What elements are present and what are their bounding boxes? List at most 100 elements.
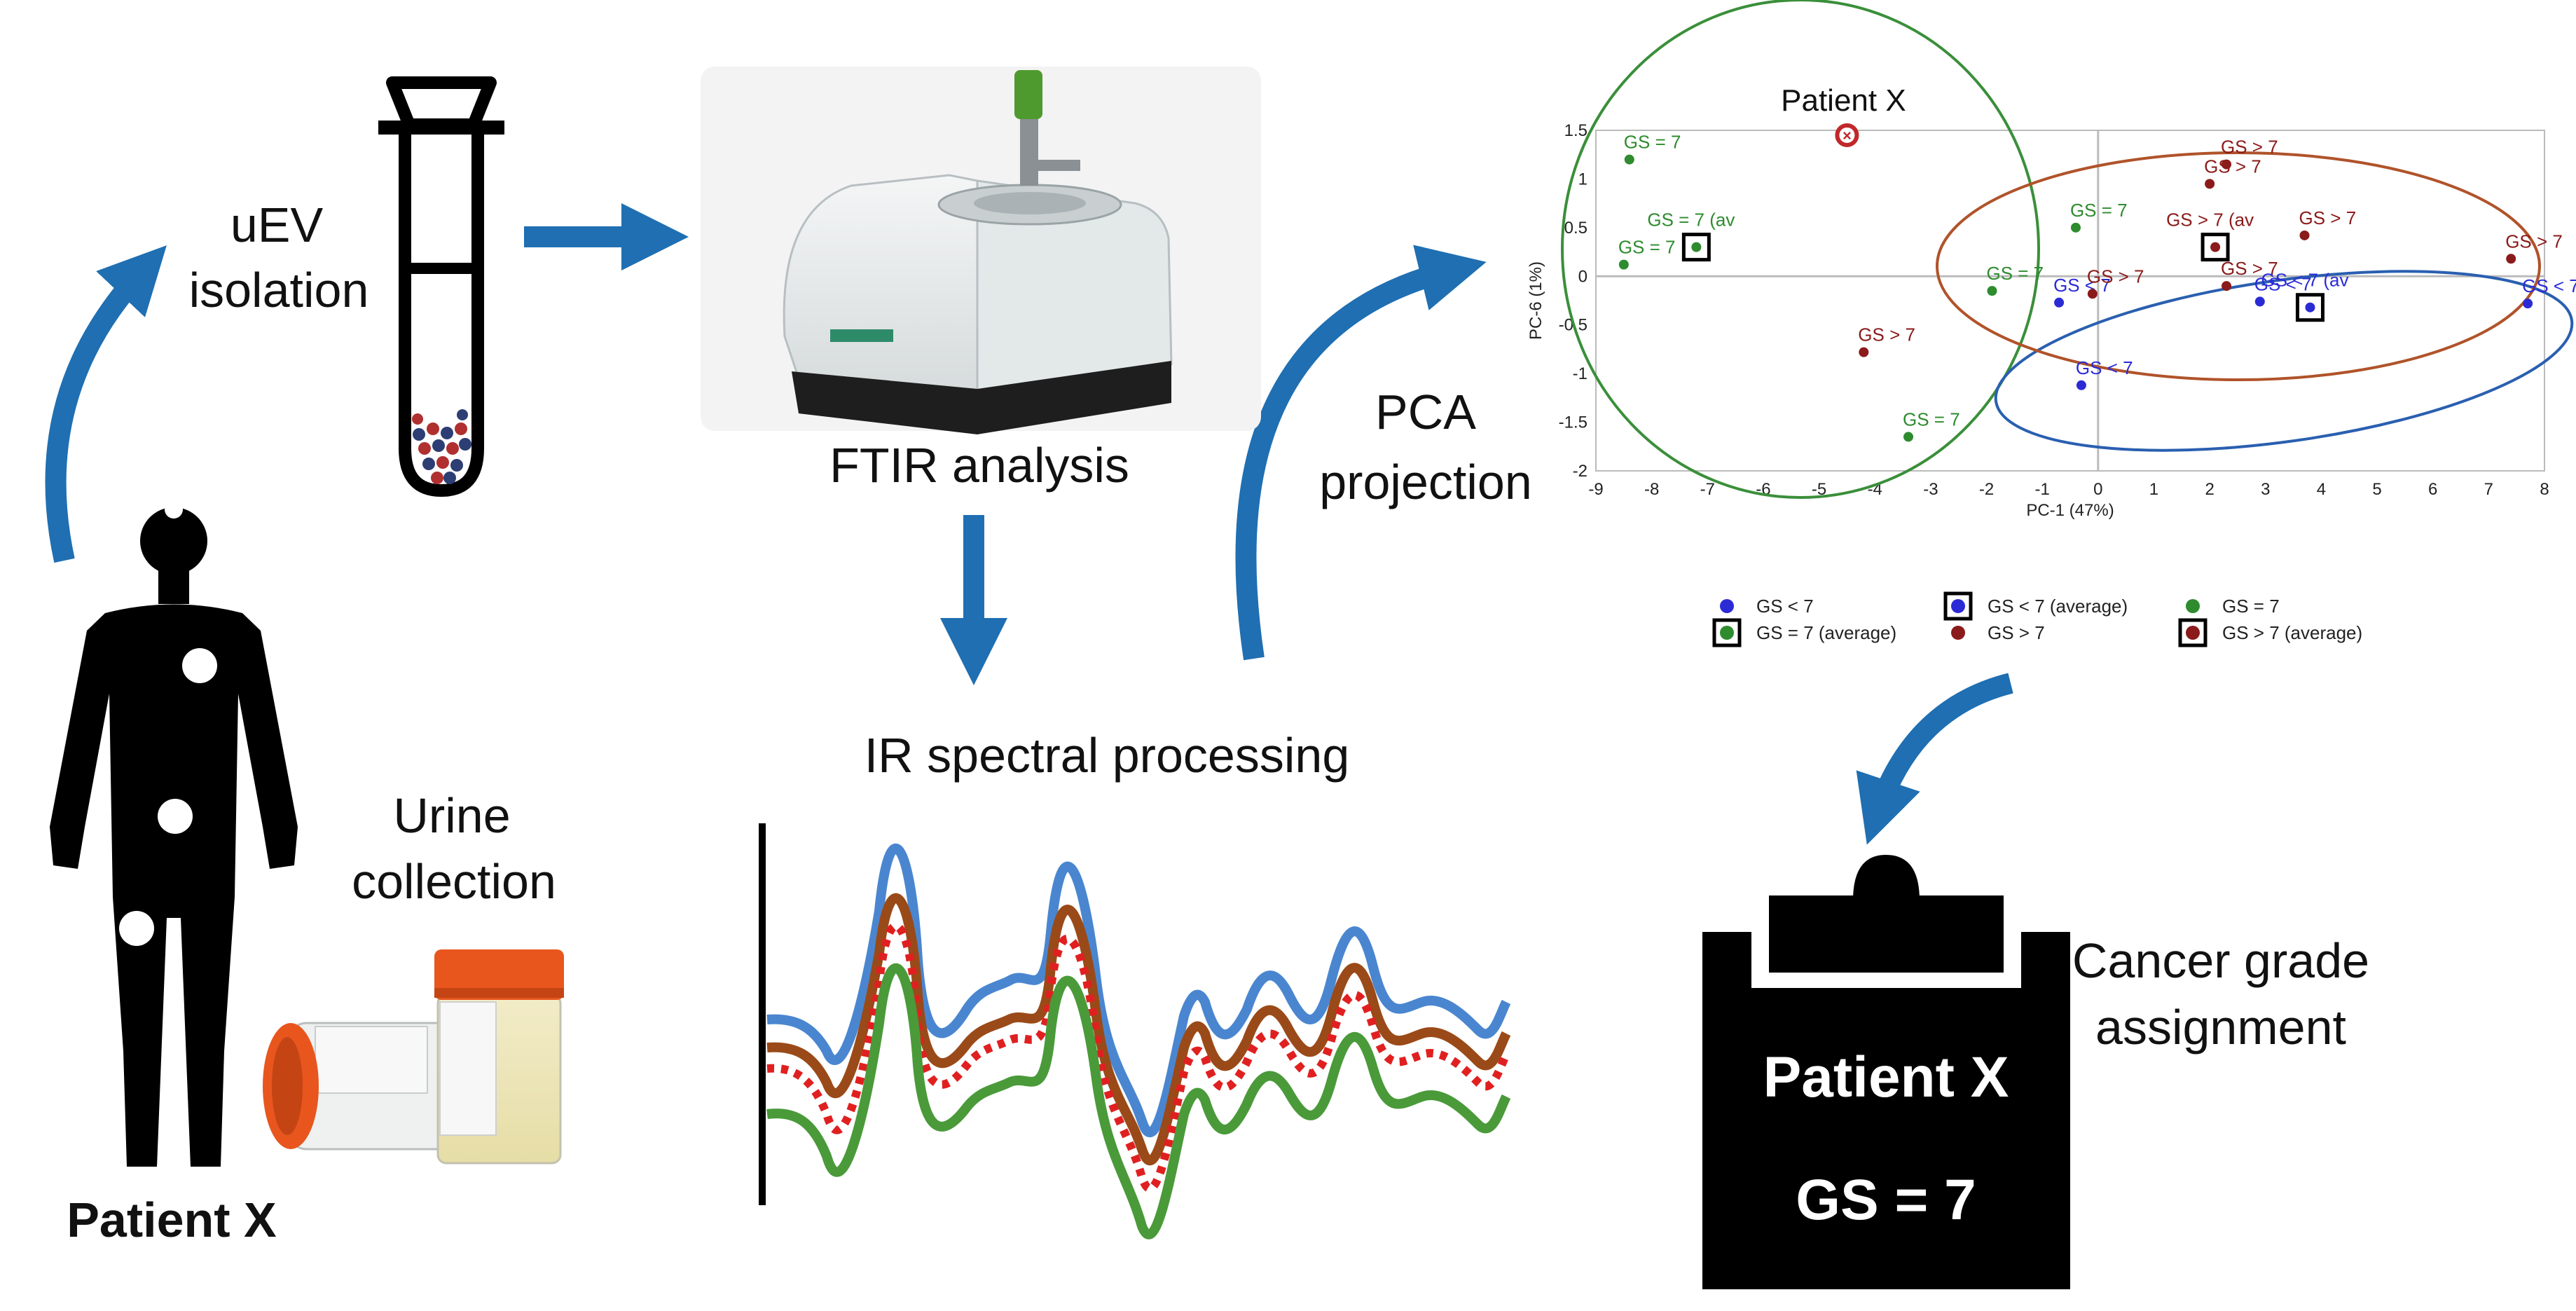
- data-point-label: GS > 7: [2299, 207, 2357, 228]
- legend-entry: GS = 7 (average): [1756, 622, 1896, 643]
- data-point-gs-gt7: [2205, 179, 2215, 189]
- pca-label-line2: projection: [1319, 455, 1532, 509]
- x-tick-label: 1: [2149, 480, 2158, 499]
- data-point-label: GS = 7: [1986, 263, 2044, 284]
- patient-x-marker: [1835, 123, 1859, 147]
- data-point-label: GS < 7: [2076, 357, 2133, 378]
- data-point-label: GS = 7: [2070, 200, 2128, 221]
- spectrum-green: [766, 963, 1511, 1240]
- cancer-label-line1: Cancer grade: [2072, 933, 2369, 988]
- x-tick-label: 2: [2205, 480, 2214, 499]
- legend-marker-gs-gt7: [2186, 626, 2200, 640]
- clipboard-gs-text: GS = 7: [1796, 1168, 1976, 1232]
- x-tick-label: -5: [1812, 480, 1826, 499]
- y-tick-label: 1.5: [1564, 121, 1587, 140]
- patient-label: Patient X: [67, 1193, 277, 1247]
- data-point-label: GS > 7: [1858, 324, 1915, 345]
- y-tick-label: -1.5: [1559, 413, 1587, 432]
- y-tick-label: 1: [1578, 170, 1587, 188]
- data-point-label: GS < 7: [2053, 275, 2111, 296]
- flow-arrows: [45, 203, 2013, 845]
- urine-label-line2: collection: [352, 854, 556, 909]
- data-point-gs-eq7: [1987, 286, 1997, 296]
- average-point-gs-lt7: [2305, 302, 2315, 313]
- y-tick-label: 0: [1578, 267, 1587, 286]
- legend-average-box: [1943, 591, 1973, 621]
- data-point-gs-lt7: [2076, 380, 2086, 390]
- data-point-label: GS > 7: [2087, 266, 2144, 287]
- legend-marker-gs-eq7: [1720, 626, 1734, 640]
- plot-frame: [1595, 130, 2545, 472]
- data-point-gs-eq7: [1624, 154, 1634, 165]
- clipboard-patient-text: Patient X: [1763, 1045, 2009, 1109]
- patient-x-annotation: Patient X: [1781, 83, 1906, 118]
- x-tick-label: 7: [2484, 480, 2493, 499]
- x-axis-label: PC-1 (47%): [2026, 501, 2114, 520]
- ellipse-gs-gt7: [1936, 151, 2541, 381]
- average-marker-box: [2200, 233, 2230, 262]
- x-tick-label: 4: [2317, 480, 2326, 499]
- pca-label-line1: PCA: [1375, 385, 1476, 439]
- arrow-spectra-to-pca: [1235, 245, 1487, 661]
- arrow-patient-to-isolation: [45, 245, 167, 563]
- data-point-label: GS = 7: [1618, 237, 1676, 258]
- patient-silhouette: [50, 500, 298, 1167]
- ir-label: IR spectral processing: [865, 728, 1350, 783]
- x-tick-label: -1: [2035, 480, 2050, 499]
- spectrum-blue: [766, 843, 1511, 1138]
- data-point-label: GS > 7: [2221, 258, 2278, 279]
- data-point-gs-lt7: [2054, 297, 2065, 308]
- spectrum-brown: [766, 893, 1511, 1166]
- x-tick-label: 6: [2428, 480, 2437, 499]
- cancer-label-line2: assignment: [2095, 1000, 2346, 1055]
- x-tick-label: -3: [1923, 480, 1938, 499]
- data-point-label: GS > 7: [2221, 137, 2278, 158]
- urine-label-line1: Urine: [393, 788, 510, 843]
- average-point-label: GS < 7 (av: [2261, 270, 2348, 291]
- data-point-gs-gt7: [1859, 347, 1869, 357]
- test-tube: [378, 76, 504, 497]
- data-point-gs-eq7: [1618, 259, 1629, 270]
- data-point-label: GS > 7: [2204, 156, 2261, 177]
- x-tick-label: 5: [2372, 480, 2381, 499]
- y-tick-label: -2: [1573, 462, 1587, 481]
- data-point-gs-lt7: [2254, 296, 2265, 307]
- data-point-gs-gt7: [2222, 159, 2232, 170]
- legend-average-box: [1712, 618, 1742, 647]
- ir-spectra-plot: [759, 823, 1511, 1240]
- y-tick-label: 0.5: [1564, 219, 1587, 238]
- data-point-gs-gt7: [2087, 289, 2098, 299]
- ftir-label: FTIR analysis: [829, 438, 1129, 493]
- legend-average-box: [2178, 618, 2207, 647]
- legend-entry: GS < 7: [1756, 596, 1814, 617]
- x-tick-label: 0: [2093, 480, 2102, 499]
- x-tick-label: -9: [1588, 480, 1603, 499]
- data-point-label: GS < 7: [2254, 273, 2312, 294]
- urine-cups-picture: [263, 949, 564, 1165]
- average-marker-box: [1681, 233, 1711, 262]
- data-point-gs-gt7: [2299, 230, 2310, 240]
- clipboard: [1702, 855, 2070, 1289]
- legend-marker-gs-lt7: [1720, 599, 1734, 613]
- ellipse-gs-lt7: [1994, 270, 2574, 452]
- x-tick-label: -2: [1979, 480, 1994, 499]
- data-point-label: GS = 7: [1903, 409, 1960, 430]
- uev-label-line1: uEV: [230, 198, 324, 252]
- data-point-gs-eq7: [1903, 432, 1914, 442]
- average-point-gs-eq7: [1691, 242, 1702, 252]
- average-point-label: GS > 7 (av: [2166, 210, 2254, 231]
- legend-marker-gs-eq7: [2186, 599, 2200, 613]
- x-tick-label: -8: [1644, 480, 1659, 499]
- average-point-label: GS = 7 (av: [1647, 210, 1735, 231]
- legend-entry: GS > 7 (average): [2222, 622, 2362, 643]
- data-point-label: GS > 7: [2505, 231, 2563, 252]
- average-marker-box: [2295, 293, 2324, 322]
- data-point-gs-gt7: [2506, 254, 2516, 264]
- spectrum-red-dotted: [766, 921, 1510, 1193]
- patient-x-cross-icon: ×: [1843, 127, 1852, 144]
- data-point-gs-gt7: [2222, 281, 2232, 291]
- data-point-label: GS = 7: [1624, 132, 1681, 153]
- x-tick-label: -7: [1700, 480, 1715, 499]
- x-tick-label: 8: [2540, 480, 2549, 499]
